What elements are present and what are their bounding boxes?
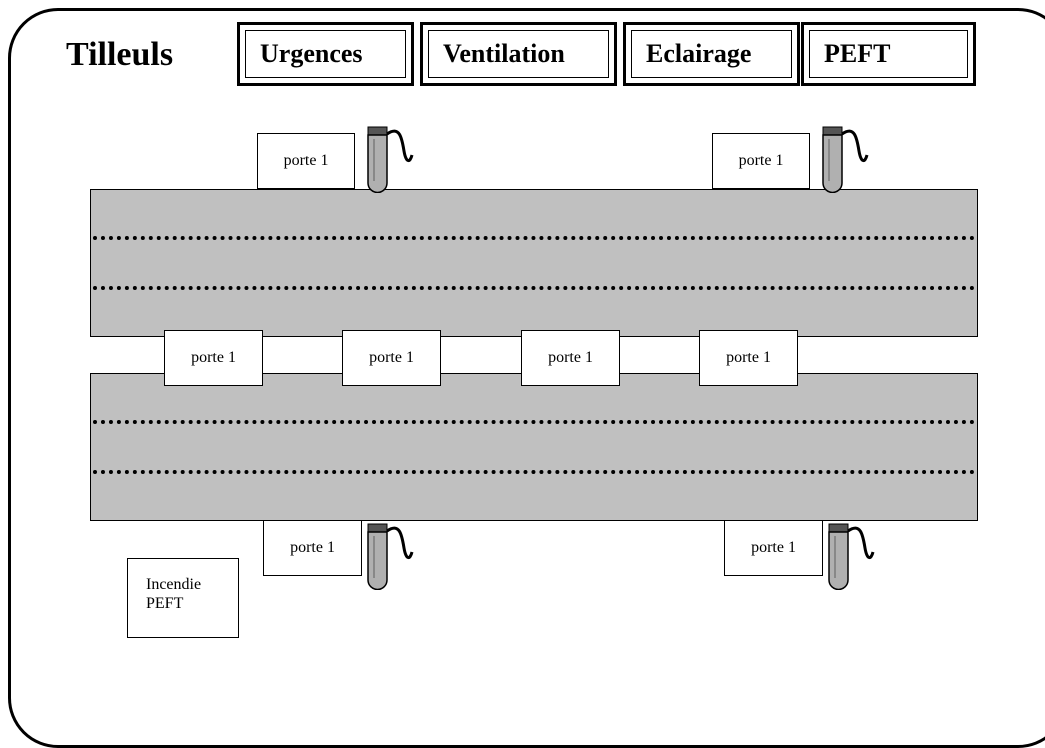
door-bottom-left[interactable]: porte 1	[263, 520, 362, 576]
incendie-peft-label: PEFT	[146, 595, 184, 612]
page-title: Tilleuls	[66, 36, 174, 73]
door-top-left[interactable]: porte 1	[257, 133, 355, 189]
lane-divider	[93, 236, 975, 240]
lane-divider	[93, 286, 975, 290]
incendie-label: Incendie	[146, 576, 202, 593]
door-top-right[interactable]: porte 1	[712, 133, 810, 189]
lane-divider	[93, 470, 975, 474]
tunnel-tube-south	[90, 373, 978, 521]
fire-hose-icon[interactable]	[362, 522, 414, 590]
eclairage-button-label: Eclairage	[631, 30, 792, 78]
door-middle-3[interactable]: porte 1	[521, 330, 620, 386]
door-middle-2[interactable]: porte 1	[342, 330, 441, 386]
door-middle-4[interactable]: porte 1	[699, 330, 798, 386]
ventilation-button[interactable]: Ventilation	[420, 22, 617, 86]
eclairage-button[interactable]: Eclairage	[623, 22, 800, 86]
tunnel-tube-north	[90, 189, 978, 337]
peft-button[interactable]: PEFT	[801, 22, 976, 86]
lane-divider	[93, 420, 975, 424]
door-bottom-right[interactable]: porte 1	[724, 520, 823, 576]
ventilation-button-label: Ventilation	[428, 30, 609, 78]
fire-hose-icon[interactable]	[817, 125, 869, 193]
urgences-button[interactable]: Urgences	[237, 22, 414, 86]
fire-hose-icon[interactable]	[823, 522, 875, 590]
fire-hose-icon[interactable]	[362, 125, 414, 193]
incendie-peft-box[interactable]: Incendie PEFT	[127, 558, 239, 638]
peft-button-label: PEFT	[809, 30, 968, 78]
door-middle-1[interactable]: porte 1	[164, 330, 263, 386]
urgences-button-label: Urgences	[245, 30, 406, 78]
